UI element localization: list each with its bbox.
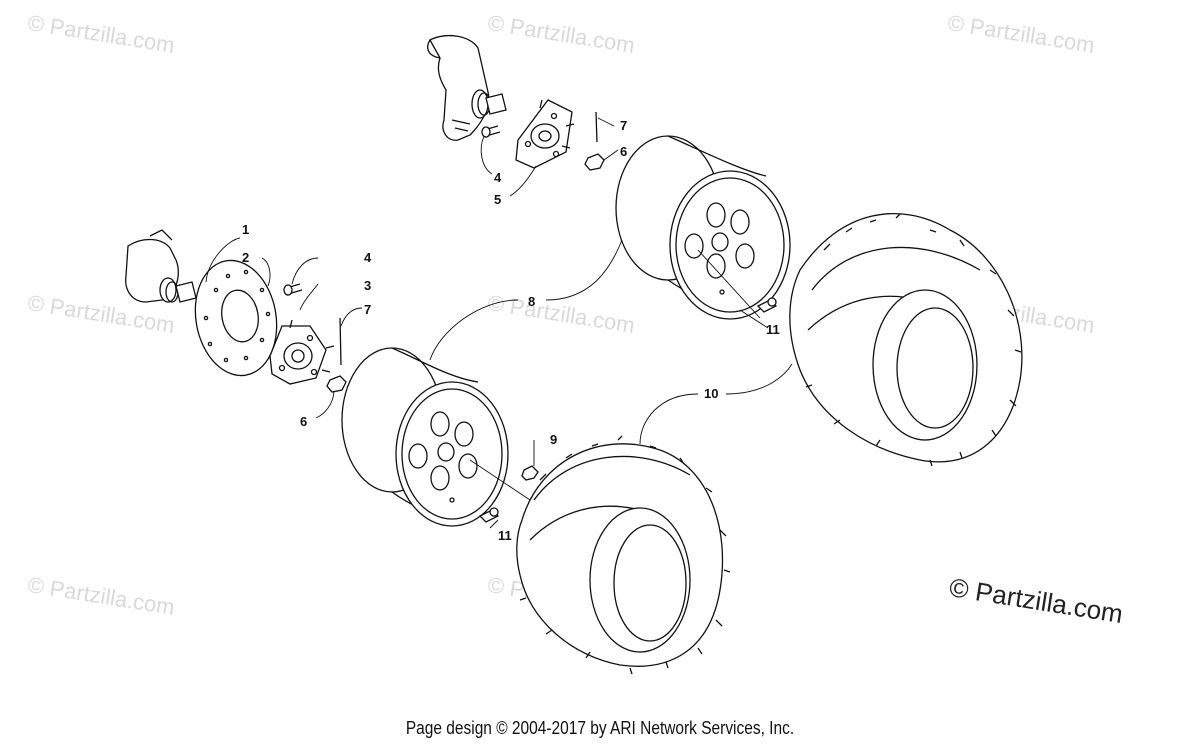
lower-nut (326, 317, 347, 393)
callout-7-upper: 7 (620, 118, 627, 133)
callout-3: 3 (364, 278, 371, 293)
upper-valve-stem (756, 297, 778, 313)
callout-7-lower: 7 (364, 302, 371, 317)
leader-lines (205, 117, 793, 529)
page-footer: Page design © 2004-2017 by ARI Network S… (405, 718, 795, 738)
callout-10: 10 (704, 386, 718, 401)
lower-knuckle (125, 229, 197, 303)
lower-stud (283, 283, 303, 296)
callout-4-lower: 4 (364, 250, 372, 265)
upper-nut (584, 111, 605, 171)
callout-4-upper: 4 (494, 170, 502, 185)
lug-nut (521, 465, 539, 481)
lower-hub (269, 319, 335, 385)
callout-9: 9 (550, 432, 557, 447)
callout-11-upper: 11 (766, 322, 780, 337)
callout-5: 5 (494, 192, 501, 207)
callout-1: 1 (242, 222, 249, 237)
lower-valve-stem (478, 507, 500, 523)
lower-rim (341, 347, 509, 527)
upper-hub (515, 99, 575, 169)
brake-disc (194, 259, 278, 377)
callout-11-lower: 11 (498, 528, 512, 543)
upper-knuckle (427, 34, 507, 141)
right-tire (789, 212, 1023, 467)
upper-rim (615, 135, 791, 320)
callout-6-upper: 6 (620, 144, 627, 159)
upper-stud (481, 125, 501, 138)
callout-6-lower: 6 (300, 414, 307, 429)
callout-8: 8 (528, 294, 535, 309)
lower-tire (516, 435, 731, 675)
callout-2: 2 (242, 250, 249, 265)
